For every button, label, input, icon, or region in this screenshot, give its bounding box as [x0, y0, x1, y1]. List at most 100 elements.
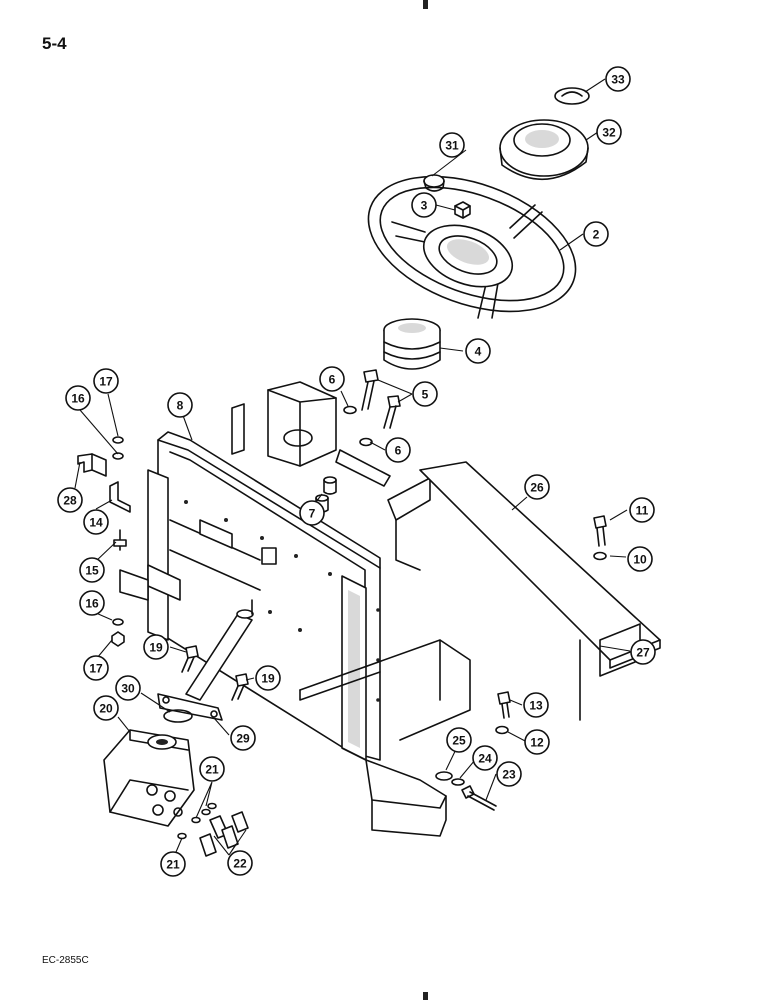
callout-circle: [199, 756, 225, 782]
callout-20: 20: [93, 695, 119, 721]
bolt: [181, 645, 199, 673]
callout-number: 10: [633, 553, 647, 567]
steering-column: [157, 599, 254, 721]
spacer: [315, 476, 337, 513]
bolt: [593, 515, 607, 547]
callout-circle: [79, 590, 105, 616]
callout-32: 32: [596, 119, 622, 145]
callout-number: 21: [166, 858, 180, 872]
callout-circle: [255, 665, 281, 691]
o-ring: [191, 816, 201, 824]
callout-15: 15: [79, 557, 105, 583]
callout-21: 21: [199, 756, 225, 782]
callout-21: 21: [160, 851, 186, 877]
callout-number: 5: [422, 388, 429, 402]
callout-12: 12: [524, 729, 550, 755]
o-ring: [201, 808, 211, 816]
callout-circle: [93, 695, 119, 721]
callout-33: 33: [605, 66, 631, 92]
callout-circle: [83, 509, 109, 535]
callout-number: 2: [593, 228, 600, 242]
callout-29: 29: [230, 725, 256, 751]
callout-circle: [79, 557, 105, 583]
callout-number: 21: [205, 763, 219, 777]
callout-number: 12: [530, 736, 544, 750]
callout-number: 16: [85, 597, 99, 611]
callout-number: 32: [602, 126, 616, 140]
callout-circle: [496, 761, 522, 787]
callout-circle: [385, 437, 411, 463]
callout-number: 16: [71, 392, 85, 406]
callout-number: 4: [475, 345, 482, 359]
callout-number: 30: [121, 682, 135, 696]
nut: [495, 725, 509, 735]
callout-number: 17: [99, 375, 113, 389]
callout-number: 7: [309, 507, 316, 521]
lock-washer: [451, 778, 465, 786]
callout-31: 31: [439, 132, 465, 158]
callout-number: 29: [236, 732, 250, 746]
callout-14: 14: [83, 509, 109, 535]
callout-circle: [524, 474, 550, 500]
callout-circle: [57, 487, 83, 513]
callout-number: 13: [529, 699, 543, 713]
callout-circle: [472, 745, 498, 771]
callout-circle: [411, 192, 437, 218]
callout-24: 24: [472, 745, 498, 771]
steering-pedestal-frame: [119, 381, 471, 837]
callout-number: 8: [177, 399, 184, 413]
callout-6: 6: [319, 366, 345, 392]
illustration-code: EC-2855C: [42, 955, 89, 966]
washer: [435, 771, 453, 781]
callout-number: 28: [63, 494, 77, 508]
rubber-boot: [383, 318, 441, 370]
bolt: [461, 785, 497, 811]
callout-16: 16: [65, 385, 91, 411]
registration-mark-top: [423, 0, 428, 9]
hydraulic-adapter: [199, 811, 249, 857]
callout-number: 31: [445, 139, 459, 153]
callout-number: 19: [149, 641, 163, 655]
callout-19: 19: [255, 665, 281, 691]
callout-13: 13: [523, 692, 549, 718]
callout-circle: [319, 366, 345, 392]
callout-circle: [93, 368, 119, 394]
callout-3: 3: [411, 192, 437, 218]
cap-insert: [423, 174, 445, 192]
callout-4: 4: [465, 338, 491, 364]
callout-17: 17: [93, 368, 119, 394]
callout-17: 17: [83, 655, 109, 681]
washer: [359, 437, 373, 447]
callout-circle: [167, 392, 193, 418]
callout-number: 20: [99, 702, 113, 716]
nut: [112, 436, 124, 444]
callout-number: 19: [261, 672, 275, 686]
callout-16: 16: [79, 590, 105, 616]
callout-27: 27: [630, 639, 656, 665]
callout-30: 30: [115, 675, 141, 701]
callout-26: 26: [524, 474, 550, 500]
callout-2: 2: [583, 221, 609, 247]
callout-circle: [143, 634, 169, 660]
callout-circle: [227, 850, 253, 876]
callout-number: 24: [478, 752, 492, 766]
callout-circle: [627, 546, 653, 572]
callout-circle: [465, 338, 491, 364]
o-ring: [177, 832, 187, 840]
callout-number: 3: [421, 199, 428, 213]
callout-circle: [524, 729, 550, 755]
callout-number: 14: [89, 516, 103, 530]
bracket: [77, 453, 107, 477]
registration-mark-bottom: [423, 992, 428, 1000]
callout-number: 23: [502, 768, 516, 782]
washer: [112, 452, 124, 460]
steering-wheel-cap: [499, 119, 589, 181]
bolt: [383, 395, 401, 429]
callout-8: 8: [167, 392, 193, 418]
callout-number: 26: [530, 481, 544, 495]
callout-circle: [583, 221, 609, 247]
callout-circle: [446, 727, 472, 753]
o-ring-seal: [163, 709, 193, 723]
bracket: [109, 481, 131, 513]
callout-25: 25: [446, 727, 472, 753]
